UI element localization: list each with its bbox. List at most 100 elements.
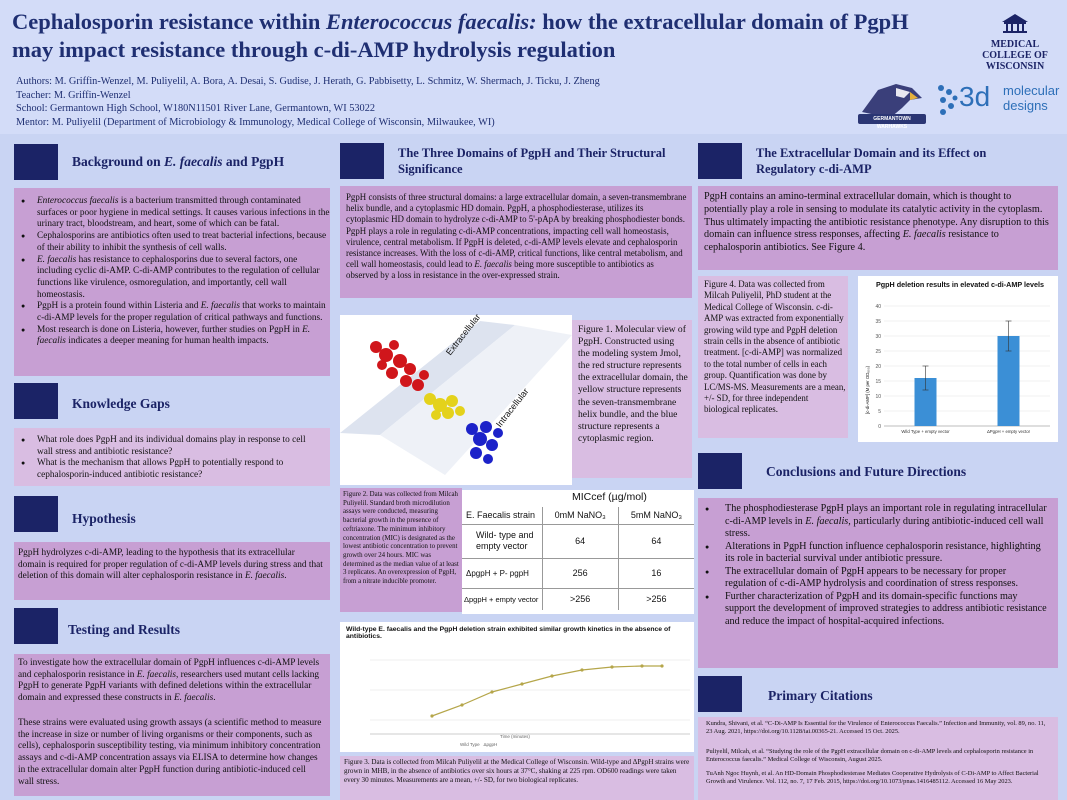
header-square [340, 143, 384, 179]
hypothesis-text: PgpH hydrolyzes c-di-AMP, leading to the… [18, 548, 323, 582]
title-text: Cephalosporin resistance within [12, 9, 326, 34]
background-list: Enterococcus faecalis is a bacterium tra… [14, 196, 330, 348]
list-item: Further characterization of PgpH and its… [698, 591, 1050, 629]
poster-title: Cephalosporin resistance within Enteroco… [12, 8, 942, 64]
background-title: Background on E. faecalis and PgpH [72, 154, 285, 169]
conclusions-list: The phosphodiesterase PgpH plays an impo… [698, 503, 1050, 628]
fig3-caption: Figure 3. Data is collected from Milcah … [344, 758, 690, 785]
hypothesis-panel: PgpH hydrolyzes c-di-AMP, leading to the… [14, 542, 330, 600]
bar [914, 378, 937, 426]
domains-header: The Three Domains of PgpH and Their Stru… [340, 143, 692, 179]
fig4-caption-panel: Figure 4. Data was collected from Milcah… [698, 276, 848, 438]
header-square [698, 453, 742, 489]
3d-molecular-logo: 3d molecular designs [935, 80, 1060, 120]
school: School: Germantown High School, W180N115… [16, 103, 375, 115]
list-item: What role does PgpH and its individual d… [14, 435, 320, 458]
fig1-caption-panel: Figure 1. Molecular view of PgpH. Constr… [572, 320, 692, 478]
y-tick-label: 40 [875, 304, 881, 310]
gaps-panel: What role does PgpH and its individual d… [14, 428, 330, 486]
testing-p1: To investigate how the extracellular dom… [18, 658, 320, 704]
y-tick-label: 0 [878, 424, 881, 430]
mcw-logo: MEDICAL COLLEGE OF WISCONSIN [975, 12, 1055, 72]
header-square [698, 676, 742, 712]
header-square [14, 496, 58, 532]
cdiamp-bar-chart: PgpH deletion results in elevated c-di-A… [858, 276, 1058, 442]
extracellular-title: The Extracellular Domain and its Effect … [756, 146, 987, 176]
x-tick-label: ΔPgpH + empty vector [987, 429, 1031, 434]
ghs-logo: GERMANTOWN WARHAWKS [852, 78, 932, 130]
y-tick-label: 30 [875, 334, 881, 340]
list-item: What is the mechanism that allows PgpH t… [14, 458, 320, 481]
y-tick-label: 35 [875, 319, 881, 325]
fig1-caption: Figure 1. Molecular view of PgpH. Constr… [578, 324, 688, 444]
header-square [14, 608, 58, 644]
y-tick-label: 5 [878, 409, 881, 415]
list-item: Enterococcus faecalis is a bacterium tra… [14, 196, 330, 231]
gaps-title: Knowledge Gaps [72, 396, 170, 411]
growth-chart: Wild-type E. faecalis and the PgpH delet… [340, 622, 694, 752]
y-tick-label: 25 [875, 349, 881, 355]
growth-curve [370, 659, 690, 735]
header-square [14, 144, 58, 180]
title-italic: Enterococcus faecalis: [326, 9, 537, 34]
conclusions-header: Conclusions and Future Directions [698, 453, 1054, 489]
gaps-list: What role does PgpH and its individual d… [14, 435, 320, 482]
logo-molecular: molecular [1003, 83, 1060, 98]
y-tick-label: 20 [875, 364, 881, 370]
conclusions-title: Conclusions and Future Directions [766, 464, 967, 479]
hypothesis-header: Hypothesis [14, 496, 326, 532]
molecule-icon [938, 85, 958, 115]
conclusions-panel: The phosphodiesterase PgpH plays an impo… [698, 498, 1058, 668]
fig3-caption-panel: Figure 3. Data is collected from Milcah … [340, 756, 694, 800]
citation-3: TuAnh Ngoc Huynh, et al. An HD-Domain Ph… [706, 770, 1039, 786]
x-tick-label: Wild Type + empty vector [901, 429, 950, 434]
background-header: Background on E. faecalis and PgpH [14, 144, 326, 180]
testing-header: Testing and Results [14, 608, 326, 644]
citations-panel: Kundra, Shivani, et al. “C-Di-AMP Is Ess… [698, 717, 1058, 800]
chart-title: PgpH deletion results in elevated c-di-A… [875, 280, 1045, 289]
extracellular-panel: PgpH contains an amino-terminal extracel… [698, 186, 1058, 270]
ghs-logo-text: GERMANTOWN WARHAWKS [873, 116, 911, 130]
list-item: The extracellular domain of PgpH appears… [698, 566, 1050, 591]
testing-panel: To investigate how the extracellular dom… [14, 654, 330, 796]
domains-panel: PgpH consists of three structural domain… [340, 186, 692, 298]
citation-1: Kundra, Shivani, et al. “C-Di-AMP Is Ess… [706, 720, 1046, 736]
table-row: ΔpgpH + empty vector>256>256 [462, 588, 694, 610]
growth-xlabel: Time (minutes) [500, 734, 530, 739]
list-item: Most research is done on Listeria, howev… [14, 325, 330, 348]
header-square [698, 143, 742, 179]
fig4-caption: Figure 4. Data was collected from Milcah… [704, 279, 846, 415]
logo-3d: 3d [959, 81, 991, 112]
building-icon [1002, 14, 1028, 33]
extracellular-text: PgpH contains an amino-terminal extracel… [704, 191, 1049, 254]
title-text-2: how the extracellular domain of PgpH may… [12, 9, 909, 62]
mcw-logo-text: MEDICAL COLLEGE OF WISCONSIN [982, 39, 1048, 72]
teacher: Teacher: M. Griffin-Wenzel [16, 89, 131, 101]
molecule-figure: Extracellular Intracellular [340, 312, 572, 485]
pgph-structure-image [340, 321, 572, 475]
bar [997, 336, 1020, 426]
hypothesis-title: Hypothesis [72, 511, 136, 526]
list-item: E. faecalis has resistance to cephalospo… [14, 255, 330, 302]
list-item: Alterations in PgpH function influence c… [698, 541, 1050, 566]
citation-2: Puliyelil, Milcah, et al. “Studying the … [706, 748, 1034, 764]
citations-header: Primary Citations [698, 676, 1054, 712]
eagle-icon [858, 84, 926, 124]
mic-header: MICcef (µg/mol) [572, 491, 647, 503]
citations-title: Primary Citations [768, 688, 873, 703]
fig2-caption: Figure 2. Data was collected from Milcah… [343, 491, 459, 586]
author-block: Authors: M. Griffin-Wenzel, M. Puliyelil… [16, 75, 706, 129]
list-item: PgpH is a protein found within Listeria … [14, 301, 330, 324]
background-panel: Enterococcus faecalis is a bacterium tra… [14, 188, 330, 376]
gaps-header: Knowledge Gaps [14, 383, 326, 419]
list-item: Cephalosporins are antibiotics often use… [14, 231, 330, 254]
testing-p2: These strains were evaluated using growt… [18, 718, 322, 787]
authors: Authors: M. Griffin-Wenzel, M. Puliyelil… [16, 76, 600, 87]
fig2-caption-panel: Figure 2. Data was collected from Milcah… [340, 488, 462, 612]
y-tick-label: 10 [875, 394, 881, 400]
